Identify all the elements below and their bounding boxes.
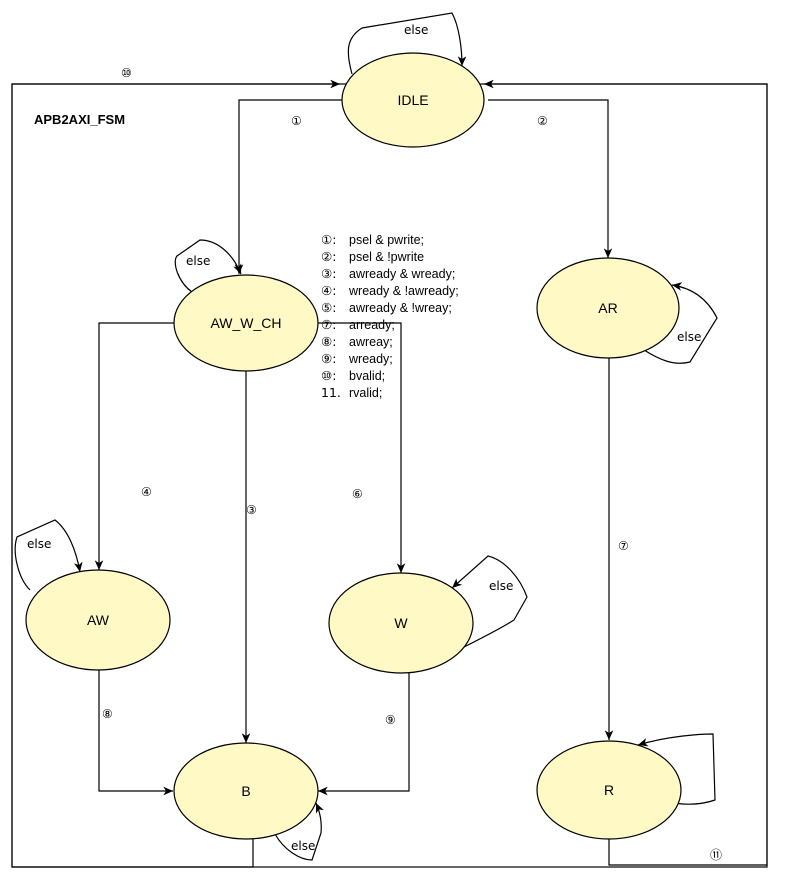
edge-idle-to-aw-w-ch <box>234 99 342 274</box>
loop-w <box>451 555 528 649</box>
state-ar: AR <box>536 257 680 359</box>
loop-w-label: else <box>489 579 513 593</box>
loop-aw <box>14 519 83 591</box>
loop-b-label: else <box>291 839 315 853</box>
fsm-frame <box>11 83 768 868</box>
legend-num: ②: <box>321 249 336 264</box>
edge-aw-to-b <box>98 670 173 796</box>
loop-ar <box>643 282 718 364</box>
edge-label-2: ② <box>537 114 548 128</box>
legend-cond: bvalid; <box>349 369 385 383</box>
state-b: B <box>173 742 319 840</box>
state-aw-label: AW <box>87 612 110 628</box>
legend-num: 11. <box>321 385 341 400</box>
legend-cond: psel & !pwrite <box>349 250 424 264</box>
diagram-title: APB2AXI_FSM <box>34 112 125 127</box>
legend-num: ①: <box>321 232 336 247</box>
state-ar-label: AR <box>598 300 617 316</box>
legend-cond: psel & pwrite; <box>349 233 424 247</box>
legend-cond: awreay; <box>349 335 393 349</box>
state-w-label: W <box>394 615 408 631</box>
loop-aw-label: else <box>27 537 51 551</box>
legend-cond: arready; <box>349 318 395 332</box>
state-idle: IDLE <box>341 52 485 148</box>
edge-b-to-idle <box>11 79 340 868</box>
edge-label-10: ⑩ <box>121 66 132 80</box>
condition-legend: ①: psel & pwrite; ②: psel & !pwrite ③: a… <box>321 232 459 400</box>
edge-label-1: ① <box>291 114 302 128</box>
legend-num: ⑧: <box>321 334 336 349</box>
loop-r <box>637 733 716 805</box>
legend-num: ⑩: <box>321 368 336 383</box>
legend-num: ③: <box>321 266 336 281</box>
state-aw-w-ch: AW_W_CH <box>173 274 319 372</box>
legend-cond: rvalid; <box>349 386 382 400</box>
edge-idle-to-ar <box>488 99 613 258</box>
state-aw: AW <box>25 569 171 671</box>
state-idle-label: IDLE <box>397 92 428 108</box>
state-r: R <box>536 740 682 840</box>
legend-cond: wready; <box>348 352 393 366</box>
legend-num: ⑦: <box>321 317 336 332</box>
edge-label-7: ⑦ <box>618 539 629 553</box>
edge-label-6: ⑥ <box>352 487 363 501</box>
loop-idle-label: else <box>404 23 428 37</box>
edge-label-8: ⑧ <box>102 707 113 721</box>
edge-r-to-idle <box>484 79 768 866</box>
legend-cond: wready & !awready; <box>348 284 459 298</box>
state-aw-w-ch-label: AW_W_CH <box>210 315 281 331</box>
edge-aw-w-ch-to-aw <box>94 322 175 570</box>
edge-label-11: ⑪ <box>710 848 722 862</box>
legend-num: ④: <box>321 283 336 298</box>
legend-cond: awready & wready; <box>349 267 455 281</box>
legend-cond: awready & !wreay; <box>349 301 452 315</box>
loop-aw-w-ch <box>174 239 242 293</box>
state-w: W <box>328 572 474 674</box>
edge-w-to-b <box>318 672 410 796</box>
loop-aw-w-ch-label: else <box>186 254 210 268</box>
edge-label-3: ③ <box>246 503 257 517</box>
state-r-label: R <box>604 782 614 798</box>
state-b-label: B <box>241 783 250 799</box>
legend-num: ⑨: <box>321 351 336 366</box>
legend-num: ⑤: <box>321 300 336 315</box>
edge-label-4: ④ <box>141 485 152 499</box>
loop-idle <box>347 12 467 75</box>
loop-ar-label: else <box>677 330 701 344</box>
edge-label-9: ⑨ <box>385 713 396 727</box>
loop-b <box>274 802 324 861</box>
edge-aw-w-ch-to-w <box>318 322 406 573</box>
